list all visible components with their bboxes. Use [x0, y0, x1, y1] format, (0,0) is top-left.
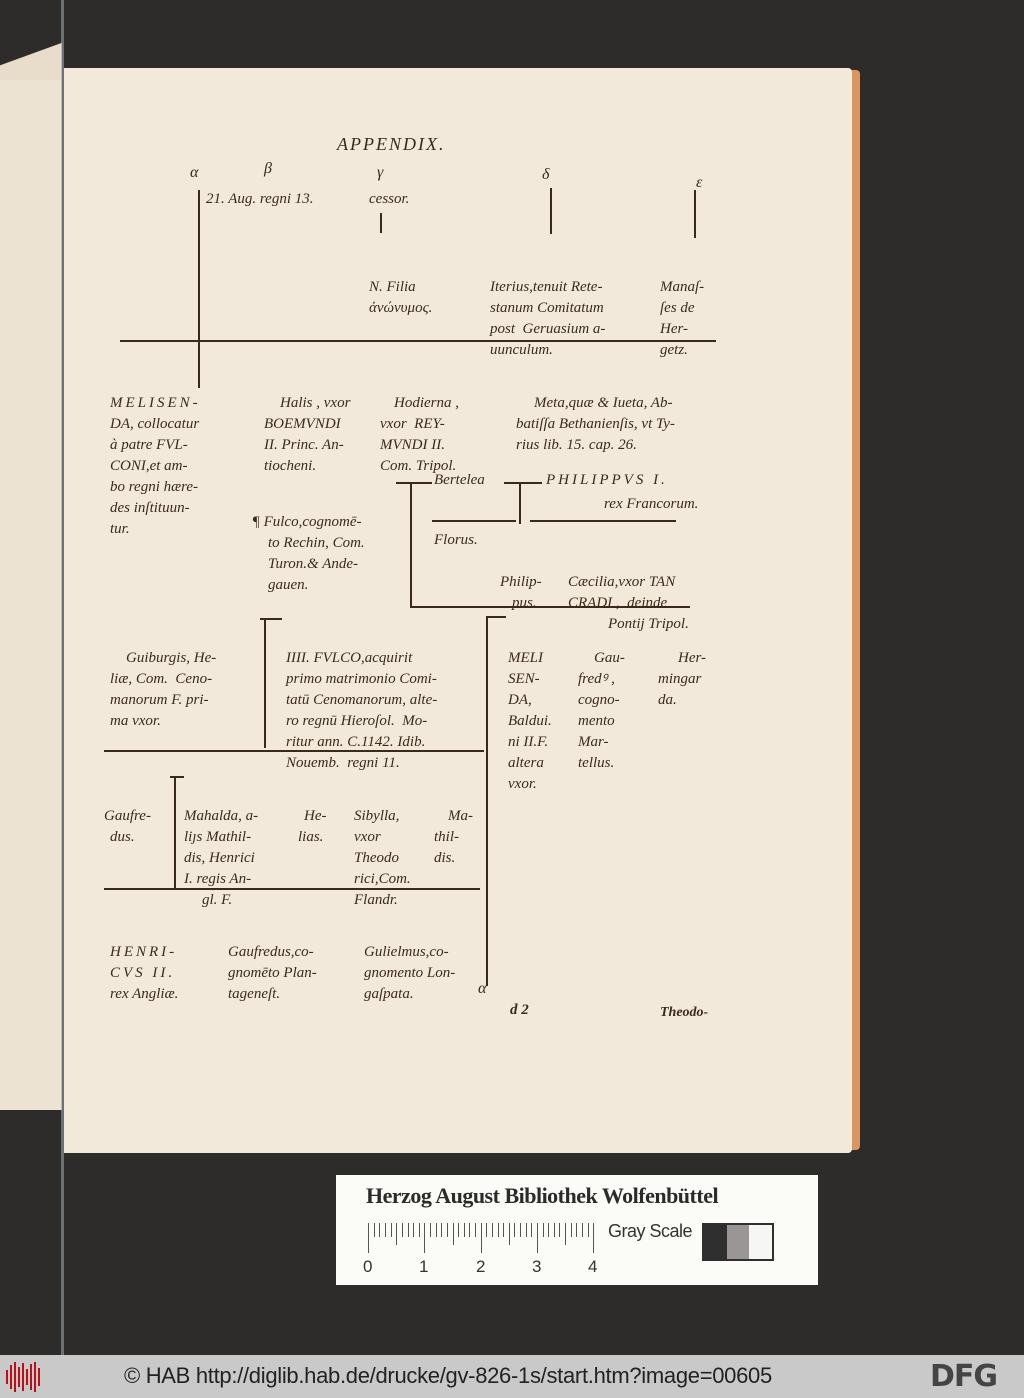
helias-entry: He-lias. — [298, 808, 327, 845]
left-page-corner — [0, 40, 62, 80]
swatch-light — [749, 1225, 773, 1259]
meta-entry: Meta,quæ & Iueta, Ab-batiſſa Bethanienſi… — [516, 395, 675, 453]
ruler: 0 1 2 3 4 — [363, 1223, 600, 1276]
ruler-label-1: 1 — [419, 1257, 429, 1276]
book-page: APPENDIX. α β γ δ ε 21. Aug. regni 13. c… — [64, 68, 852, 1153]
florus-entry: Florus. — [434, 532, 478, 548]
swatch-mid — [726, 1225, 750, 1259]
philippus-title: rex Francorum. — [604, 496, 699, 512]
mathildis-entry: Ma-thil-dis. — [434, 808, 473, 866]
ruler-label-4: 4 — [588, 1257, 598, 1276]
hodierna-entry: Hodierna ,vxor REY-MVNDI II.Com. Tripol. — [380, 395, 459, 474]
marker-epsilon: ε — [696, 174, 703, 191]
hab-logo-icon — [6, 1361, 42, 1393]
library-name: Herzog August Bibliothek Wolfenbüttel — [366, 1183, 719, 1208]
fulco-rechin-entry: ¶ Fulco,cognomē-to Rechin, Com.Turon.& A… — [252, 514, 365, 593]
marker-gamma: γ — [377, 164, 384, 181]
gaufredus-entry: Gaufre-dus. — [104, 808, 151, 845]
bertelea-entry: Bertelea — [434, 472, 485, 488]
henricus-entry: HENRI-CVS II.rex Angliæ. — [110, 944, 179, 1002]
catchword: Theodo- — [660, 1005, 709, 1020]
marker-alpha-bottom: α — [478, 980, 487, 997]
beta-text: 21. Aug. regni 13. — [206, 191, 314, 207]
marker-delta: δ — [542, 166, 550, 183]
left-page-fragment — [0, 60, 62, 1110]
ruler-label-0: 0 — [363, 1257, 373, 1276]
guiburgis-entry: Guiburgis, He-liæ, Com. Ceno-manorum F. … — [110, 650, 217, 729]
signature-mark: d 2 — [510, 1002, 529, 1018]
gray-scale-label: Gray Scale — [608, 1221, 693, 1241]
ruler-label-2: 2 — [476, 1257, 486, 1276]
color-scale-card: Herzog August Bibliothek Wolfenbüttel 0 … — [336, 1175, 818, 1285]
marker-alpha: α — [190, 164, 199, 181]
philippus-entry: PHILIPPVS I. — [546, 472, 668, 488]
swatch-dark — [704, 1225, 727, 1259]
gamma-text: cessor. — [369, 191, 410, 207]
gulielmus-entry: Gulielmus,co-gnomento Lon-gaſpata. — [364, 944, 456, 1002]
dfg-logo: DFG — [930, 1359, 998, 1394]
copyright-url[interactable]: © HAB http://diglib.hab.de/drucke/gv-826… — [124, 1363, 772, 1388]
gaufredus-plantagenet-entry: Gaufredus,co-gnomēto Plan-tageneſt. — [228, 944, 317, 1002]
book-gutter — [61, 0, 64, 1355]
page-heading: APPENDIX. — [337, 134, 446, 154]
footer-bar: © HAB http://diglib.hab.de/drucke/gv-826… — [0, 1355, 1024, 1398]
marker-beta: β — [264, 160, 272, 177]
gray-scale-swatches — [702, 1223, 774, 1261]
ruler-label-3: 3 — [532, 1257, 542, 1276]
